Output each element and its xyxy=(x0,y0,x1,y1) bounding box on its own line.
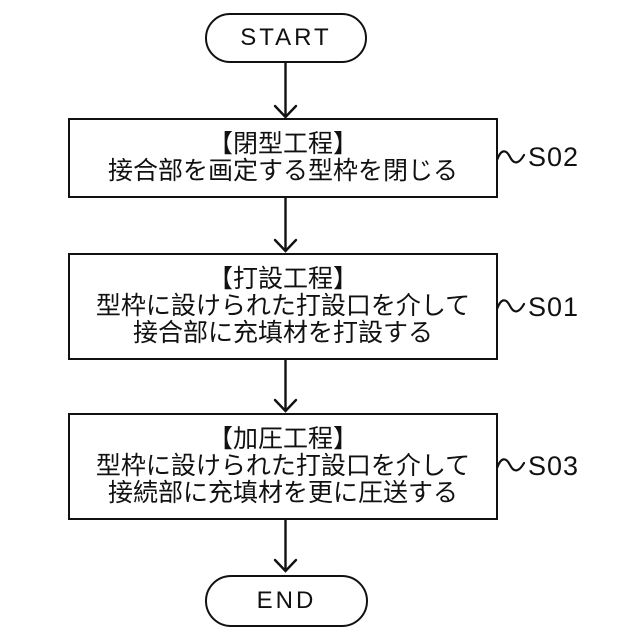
squiggle-connector-s02 xyxy=(495,150,526,164)
process-box-pressurizing: 【加圧工程】 型枠に設けられた打設口を介して 接続部に充填材を更に圧送する xyxy=(68,413,498,520)
arrow-casting-to-pressurizing xyxy=(273,360,298,413)
process-box-casting: 【打設工程】 型枠に設けられた打設口を介して 接合部に充填材を打設する xyxy=(68,253,498,360)
process-description-line: 接合部に充填材を打設する xyxy=(132,319,433,347)
process-title: 【加圧工程】 xyxy=(207,425,358,453)
step-label-s02: S02 xyxy=(528,142,580,172)
process-title: 【打設工程】 xyxy=(207,265,358,293)
squiggle-connector-s01 xyxy=(495,299,526,313)
process-description-line: 接続部に充填材を更に圧送する xyxy=(107,479,458,507)
end-label: END xyxy=(256,587,317,614)
start-label: START xyxy=(240,24,332,51)
step-label-s01: S01 xyxy=(528,292,580,322)
process-description-line: 型枠に設けられた打設口を介して xyxy=(95,292,471,320)
start-terminal: START xyxy=(205,13,367,63)
process-description-line: 型枠に設けられた打設口を介して xyxy=(95,452,471,480)
arrow-close-mold-to-casting xyxy=(273,198,298,253)
process-description-line: 接合部を画定する型枠を閉じる xyxy=(107,157,458,185)
end-terminal: END xyxy=(205,575,368,627)
arrow-pressurizing-to-end xyxy=(273,520,298,573)
step-label-s03: S03 xyxy=(528,451,580,481)
arrow-start-to-close-mold xyxy=(273,63,298,119)
process-box-close-mold: 【閉型工程】 接合部を画定する型枠を閉じる xyxy=(68,118,498,198)
process-title: 【閉型工程】 xyxy=(207,130,358,158)
squiggle-connector-s03 xyxy=(495,458,526,472)
